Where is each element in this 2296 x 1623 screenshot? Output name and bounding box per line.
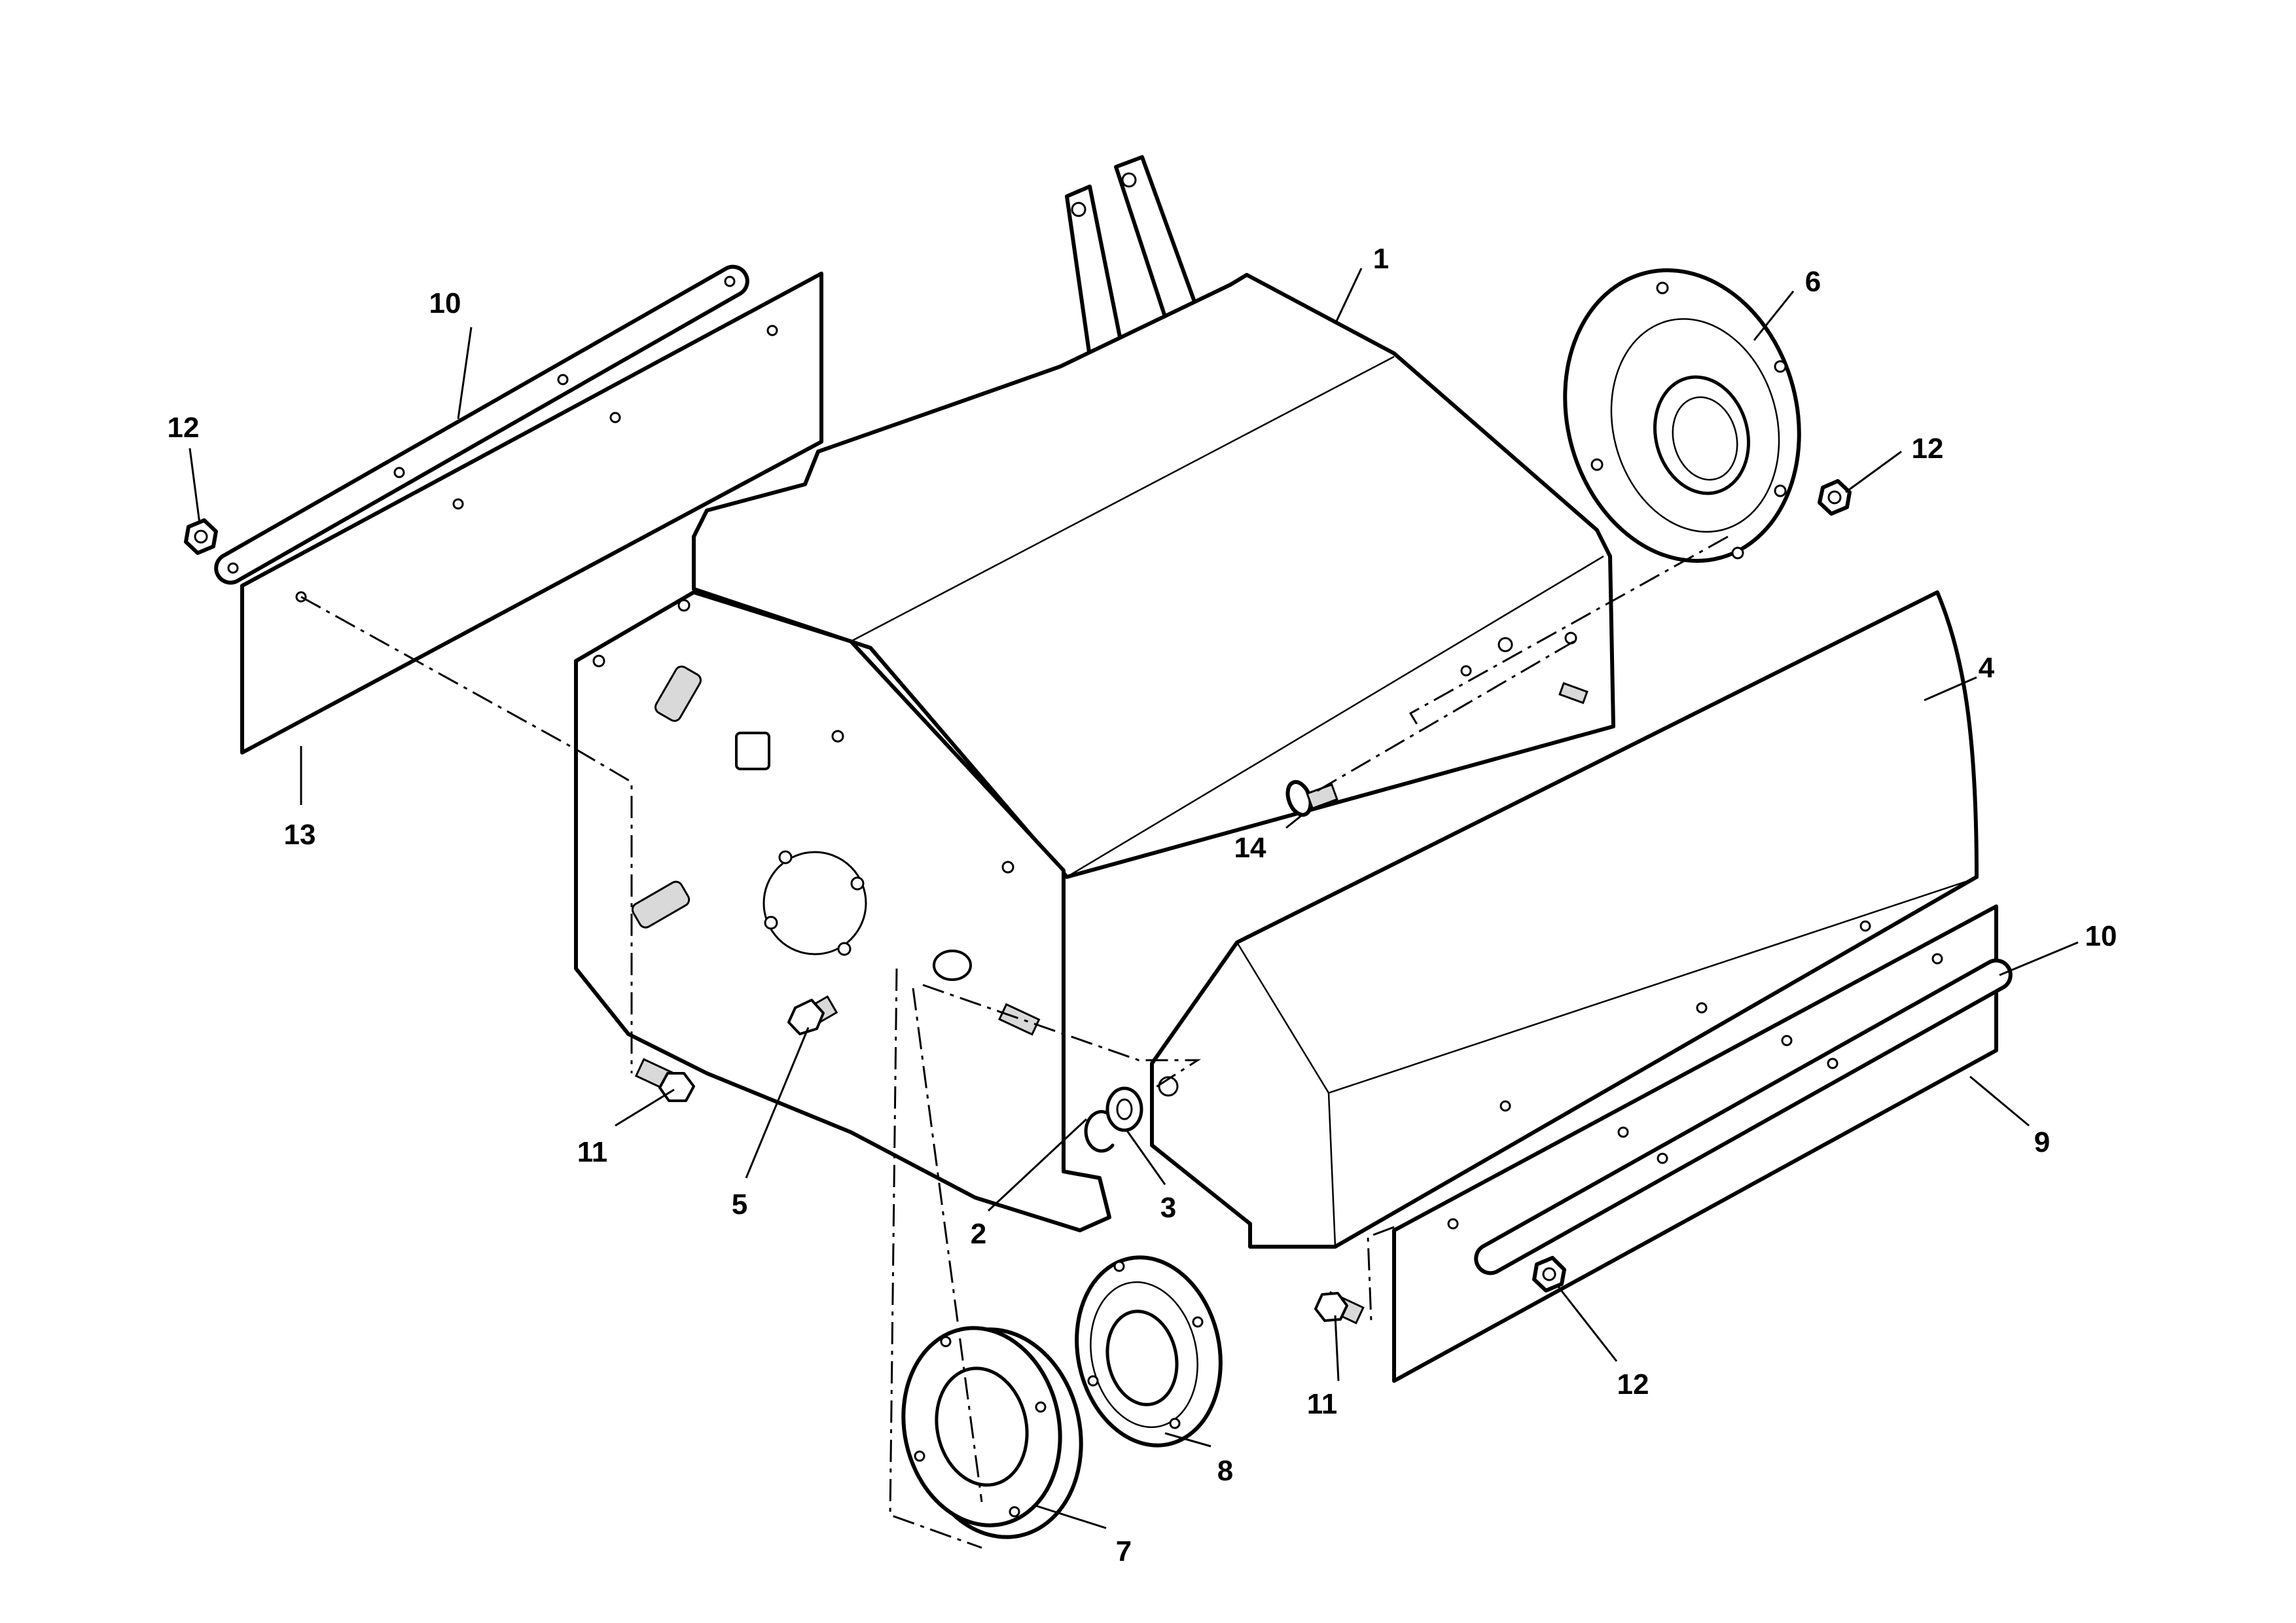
callout-4: 4 — [1979, 652, 1995, 684]
part-4-front-cover — [1150, 590, 1979, 1249]
part-1-main-housing — [574, 155, 1615, 1232]
part-3-washer — [1105, 1086, 1143, 1132]
part-11-right-bolt — [1314, 1291, 1365, 1325]
callout-6: 6 — [1805, 266, 1821, 298]
part-10-right-strip — [1474, 958, 2013, 1275]
callout-5: 5 — [732, 1188, 747, 1221]
callout-3: 3 — [1160, 1192, 1176, 1224]
callout-1: 1 — [1373, 243, 1389, 275]
callout-11-left: 11 — [577, 1136, 608, 1168]
callout-12-upper-right: 12 — [1912, 433, 1944, 465]
part-10-left-strip — [214, 264, 749, 585]
part-12-upper-right-nut — [1818, 479, 1852, 516]
part-5-bolt — [787, 995, 838, 1035]
part-13-left-plate — [240, 272, 823, 755]
part-6-bearing-plate — [1563, 268, 1801, 563]
callout-9: 9 — [2034, 1126, 2050, 1158]
leader-lines — [188, 268, 2079, 1529]
callout-2: 2 — [971, 1218, 986, 1250]
part-8-bearing-housing — [1075, 1255, 1223, 1448]
callout-labels: 1 2 3 4 5 6 7 8 9 10 10 11 11 12 12 12 1… — [168, 243, 2117, 1567]
part-12-lower-right-nut — [1532, 1256, 1566, 1293]
callout-10-left: 10 — [429, 287, 461, 319]
callout-13: 13 — [284, 819, 316, 851]
callout-7: 7 — [1116, 1535, 1132, 1567]
assembly-lines — [300, 535, 1729, 1549]
part-12-left-nut — [184, 518, 218, 555]
housing-stud — [933, 950, 1041, 1036]
callout-12-lower-right: 12 — [1617, 1368, 1649, 1400]
callout-10-right: 10 — [2085, 920, 2117, 952]
callout-14: 14 — [1234, 832, 1266, 864]
part-2-circlip — [1084, 1110, 1115, 1153]
part-7-bearing-ring — [901, 1326, 1083, 1539]
callout-12-left: 12 — [168, 412, 200, 444]
callout-8: 8 — [1217, 1455, 1233, 1487]
callout-11-right: 11 — [1307, 1388, 1338, 1420]
